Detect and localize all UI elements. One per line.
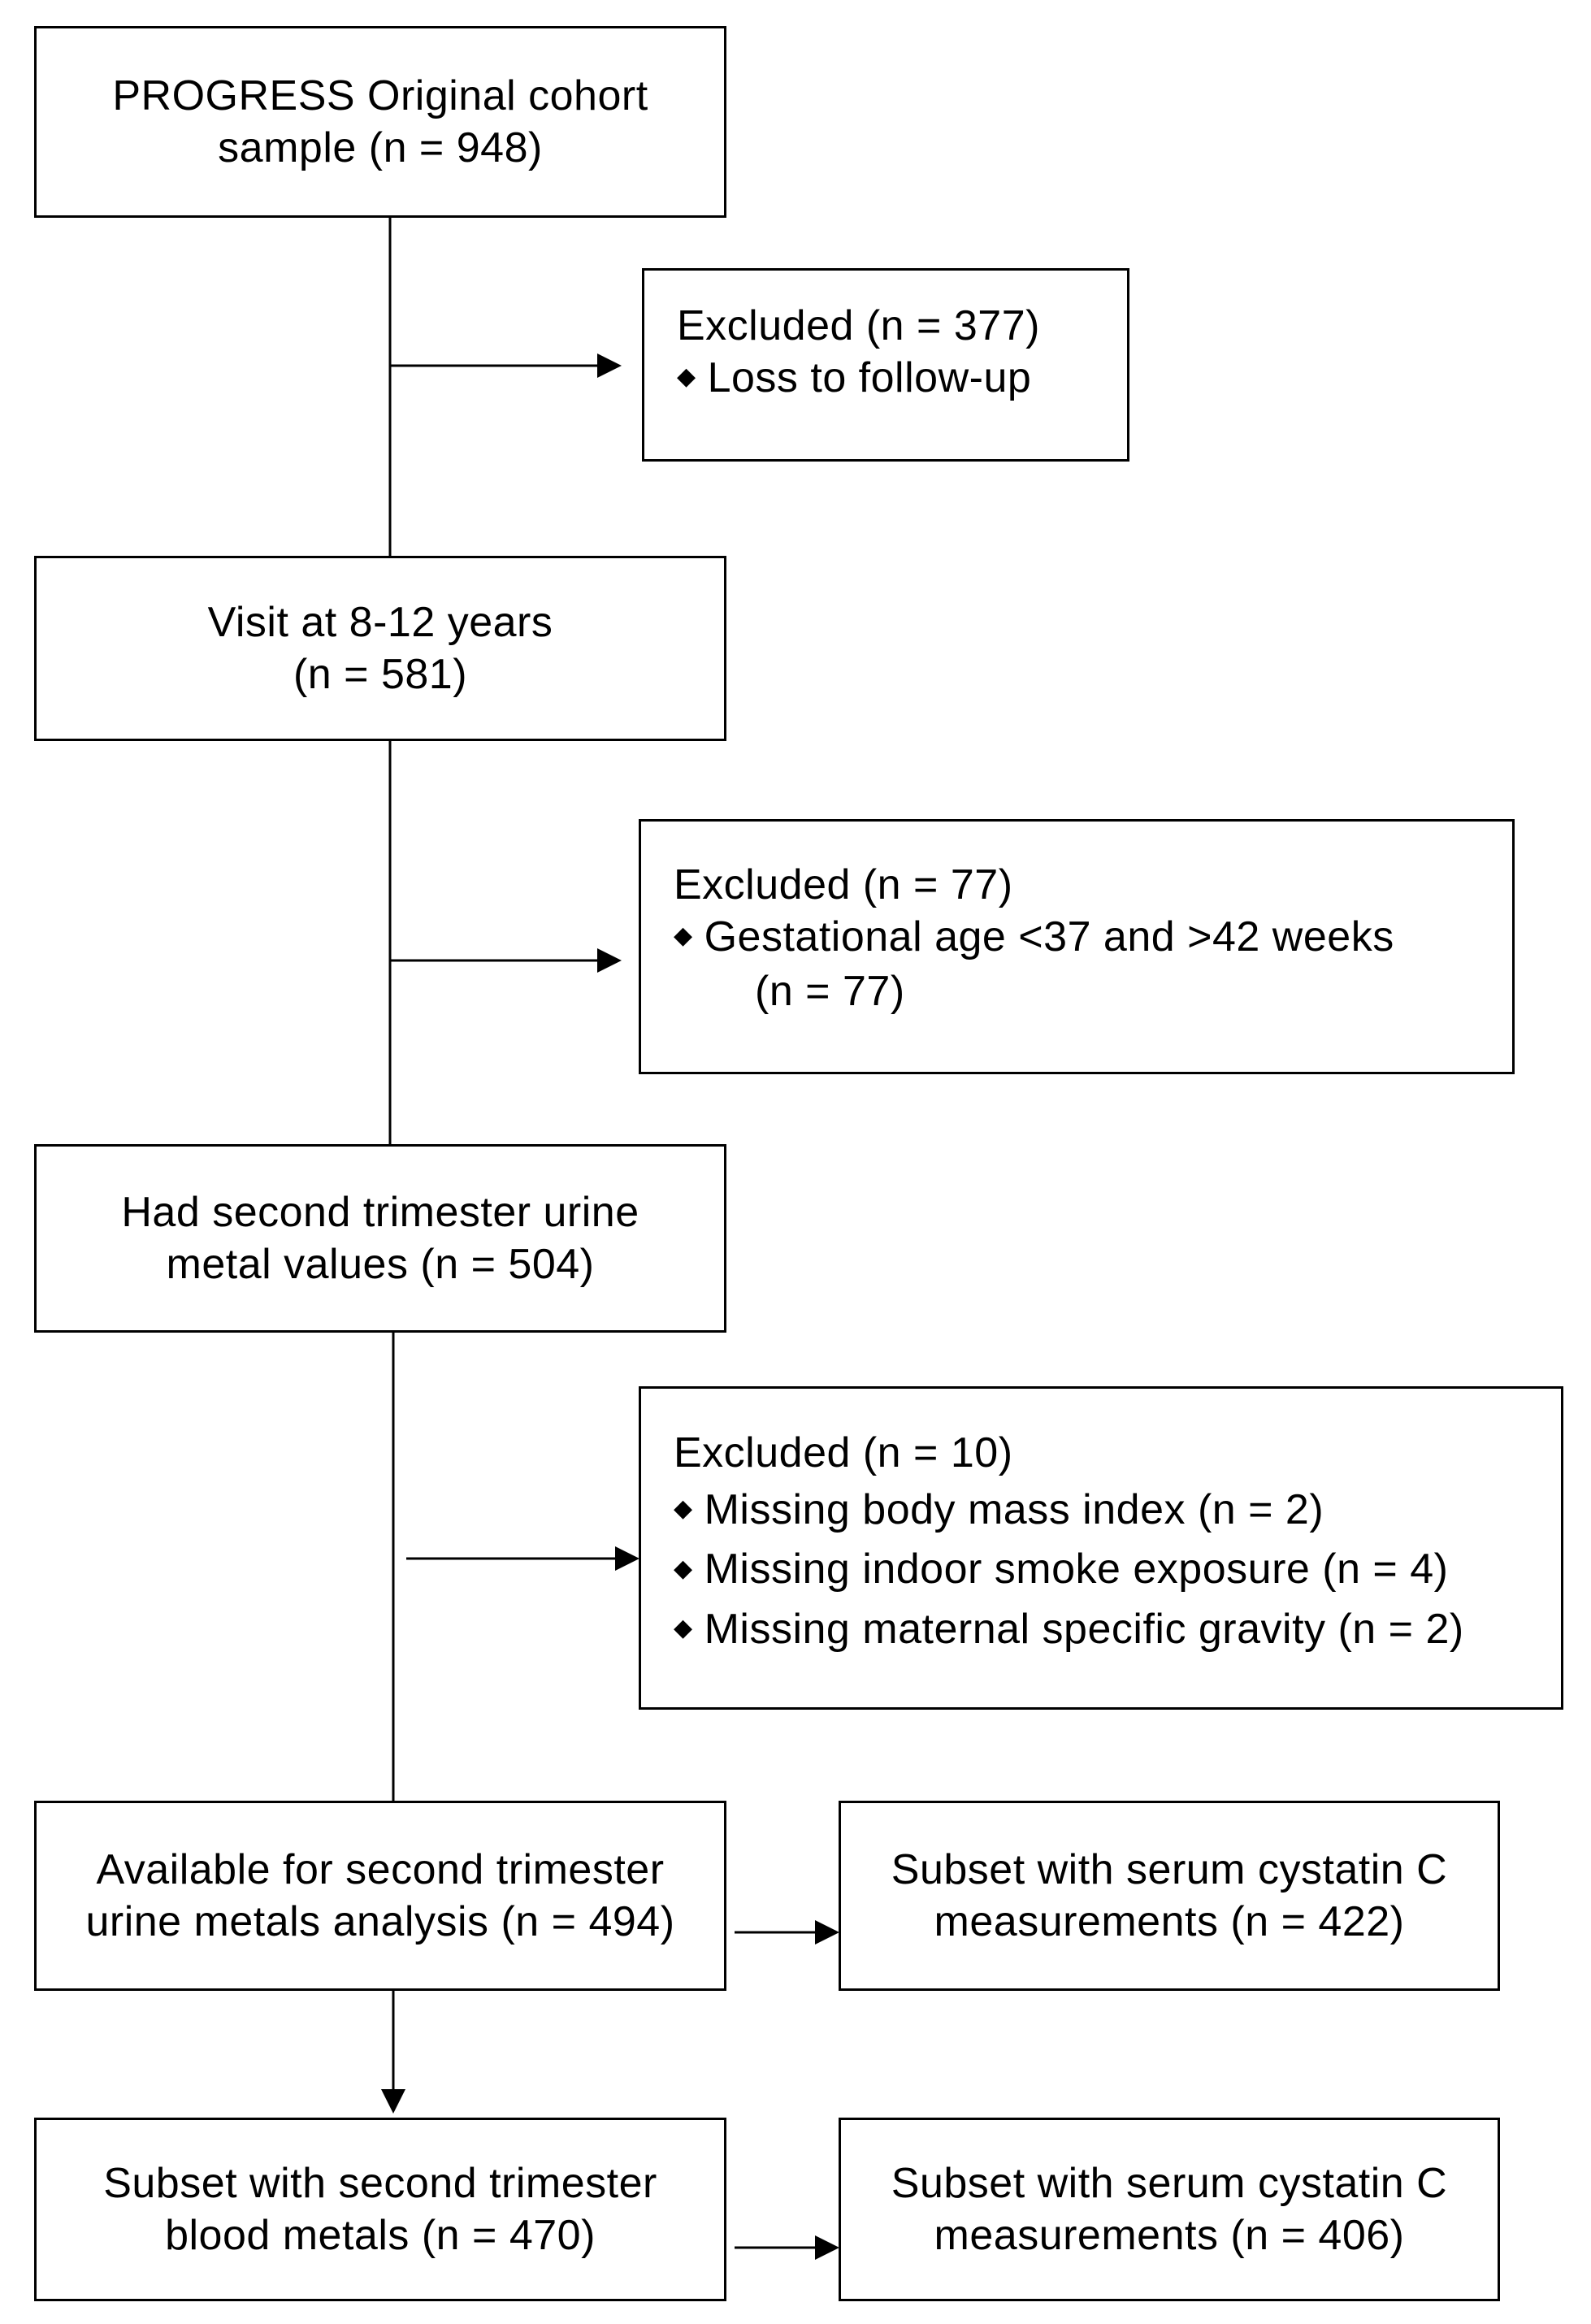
cystatin-subset-blood-line-2: measurements (n = 406) <box>934 2212 1405 2259</box>
original-cohort-box: PROGRESS Original cohort sample (n = 948… <box>34 26 726 218</box>
original-cohort-line-2: sample (n = 948) <box>218 124 543 171</box>
urine-values-line-1: Had second trimester urine <box>121 1189 639 1236</box>
original-cohort-line-1: PROGRESS Original cohort <box>112 72 648 119</box>
excluded-loss-item: ◆ Loss to follow-up <box>677 352 1127 406</box>
available-analysis-line-2: urine metals analysis (n = 494) <box>85 1898 675 1945</box>
excluded-missing-item: ◆ Missing indoor smoke exposure (n = 4) <box>674 1541 1561 1600</box>
available-analysis-line-1: Available for second trimester <box>96 1846 665 1893</box>
visit-box: Visit at 8-12 years (n = 581) <box>34 556 726 741</box>
visit-line-1: Visit at 8-12 years <box>207 599 553 646</box>
excluded-missing-item: ◆ Missing maternal specific gravity (n = … <box>674 1601 1561 1660</box>
urine-values-box: Had second trimester urine metal values … <box>34 1144 726 1333</box>
excluded-missing-item-text: Missing body mass index (n = 2) <box>704 1486 1324 1533</box>
excluded-gestational-title: Excluded (n = 77) <box>674 861 1013 908</box>
excluded-loss-title: Excluded (n = 377) <box>677 302 1040 349</box>
diamond-bullet-icon: ◆ <box>674 1495 693 1523</box>
excluded-missing-item-text: Missing maternal specific gravity (n = 2… <box>704 1605 1464 1653</box>
excluded-gestational-box: Excluded (n = 77) ◆ Gestational age <37 a… <box>639 819 1515 1074</box>
cystatin-subset-urine-box: Subset with serum cystatin C measurement… <box>839 1801 1500 1991</box>
excluded-missing-item: ◆ Missing body mass index (n = 2) <box>674 1481 1561 1541</box>
diamond-bullet-icon: ◆ <box>674 1554 693 1582</box>
cystatin-subset-blood-line-1: Subset with serum cystatin C <box>891 2160 1448 2207</box>
cystatin-subset-blood-box: Subset with serum cystatin C measurement… <box>839 2118 1500 2301</box>
diamond-bullet-icon: ◆ <box>674 922 693 950</box>
visit-line-2: (n = 581) <box>293 651 468 698</box>
blood-metals-box: Subset with second trimester blood metal… <box>34 2118 726 2301</box>
available-analysis-box: Available for second trimester urine met… <box>34 1801 726 1991</box>
excluded-gestational-item-text: Gestational age <37 and >42 weeks <box>704 913 1394 960</box>
urine-values-line-2: metal values (n = 504) <box>166 1241 595 1288</box>
diamond-bullet-icon: ◆ <box>674 1614 693 1641</box>
excluded-loss-item-text: Loss to follow-up <box>707 354 1032 401</box>
excluded-loss-box: Excluded (n = 377) ◆ Loss to follow-up <box>642 268 1129 462</box>
diamond-bullet-icon: ◆ <box>677 363 696 391</box>
cystatin-subset-urine-line-1: Subset with serum cystatin C <box>891 1846 1448 1893</box>
blood-metals-line-2: blood metals (n = 470) <box>165 2212 596 2259</box>
excluded-gestational-item-count: (n = 77) <box>755 968 905 1016</box>
excluded-missing-box: Excluded (n = 10) ◆ Missing body mass ind… <box>639 1386 1563 1710</box>
excluded-missing-item-text: Missing indoor smoke exposure (n = 4) <box>704 1546 1449 1593</box>
excluded-missing-title: Excluded (n = 10) <box>674 1429 1013 1476</box>
cystatin-subset-urine-line-2: measurements (n = 422) <box>934 1898 1405 1945</box>
blood-metals-line-1: Subset with second trimester <box>103 2160 657 2207</box>
excluded-gestational-item: ◆ Gestational age <37 and >42 weeks <box>674 911 1512 965</box>
